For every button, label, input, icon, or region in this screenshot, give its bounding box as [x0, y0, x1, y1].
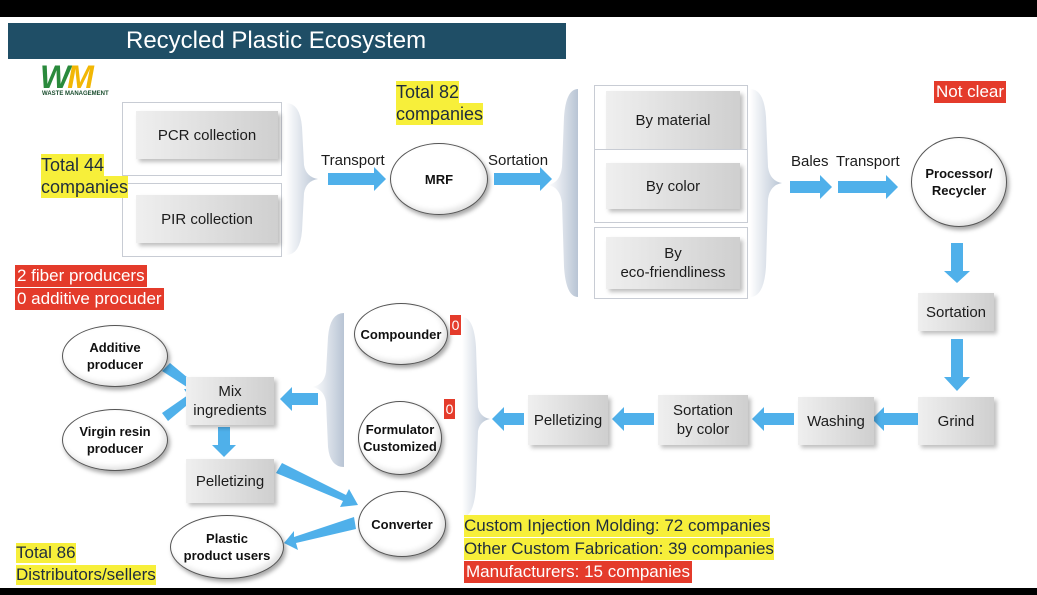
arrow-processor-to-sort	[944, 243, 970, 283]
arrow-collect-to-mrf	[328, 167, 386, 191]
by-eco-box: By eco-friendliness	[606, 237, 740, 289]
arrow-pelletize-to-converter	[276, 463, 358, 507]
formulator-node: Formulator Customized	[358, 401, 442, 475]
total-86-line2: Distributors/sellers	[16, 565, 156, 585]
grind-step: Grind	[918, 397, 994, 445]
arrow-pelletize-to-brace	[492, 407, 524, 431]
virgin-line2: producer	[86, 441, 144, 456]
fiber-producers-label: 2 fiber producers	[15, 265, 147, 287]
processor-line1: Processor/	[925, 166, 993, 181]
total-44-line1: Total 44	[41, 154, 105, 176]
not-clear-label: Not clear	[934, 81, 1007, 103]
virgin-resin-producer-node: Virgin resin producer	[62, 409, 168, 471]
additive-line2: producer	[86, 357, 144, 372]
virgin-line1: Virgin resin	[79, 424, 151, 439]
waste-management-logo: WM WASTE MANAGEMENT	[40, 59, 136, 98]
arrow-converter-to-users	[284, 517, 356, 550]
pelletizing-2-step: Pelletizing	[186, 459, 274, 503]
users-line2: product users	[183, 548, 271, 563]
brace-compounder	[312, 313, 344, 467]
by-material-box: By material	[606, 91, 740, 149]
arrow-transport2	[838, 175, 898, 199]
total-86-line1: Total 86	[16, 543, 76, 563]
formulator-line2: Customized	[363, 439, 437, 454]
label-transport: Transport	[321, 152, 385, 169]
sortation-step: Sortation	[918, 293, 994, 331]
mix-line1: Mix	[218, 383, 242, 400]
label-sortation: Sortation	[488, 152, 549, 169]
converter-node: Converter	[358, 491, 446, 557]
total-44-line2: companies	[41, 176, 129, 198]
brace-collection	[286, 103, 318, 255]
additive-producer-count-label: 0 additive procuder	[15, 288, 164, 310]
by-eco-line1: By	[664, 245, 682, 262]
total-82-line1: Total 82	[396, 81, 460, 103]
flow-arrows	[162, 89, 970, 550]
slide: Recycled Plastic Ecosystem WM WASTE MANA…	[0, 17, 1037, 588]
mix-line2: ingredients	[193, 402, 267, 419]
arrow-grind-to-washing	[872, 407, 918, 431]
sortcolor-line2: by color	[676, 421, 730, 438]
arrow-sortcolor-to-pelletize	[612, 407, 654, 431]
compounder-node: Compounder	[354, 303, 448, 365]
pelletizing-step: Pelletizing	[528, 395, 608, 445]
compounder-count-badge: 0	[450, 315, 461, 335]
mix-ingredients-step: Mix ingredients	[186, 377, 274, 425]
other-custom-label: Other Custom Fabrication: 39 companies	[464, 538, 774, 560]
custom-injection-label: Custom Injection Molding: 72 companies	[464, 515, 771, 537]
pir-collection-box: PIR collection	[136, 195, 278, 243]
page-title: Recycled Plastic Ecosystem	[8, 23, 566, 59]
sortcolor-line1: Sortation	[672, 402, 734, 419]
formulator-count-badge: 0	[444, 399, 455, 419]
brace-sortation-out	[750, 89, 782, 297]
manufacturers-label: Manufacturers: 15 companies	[464, 561, 692, 583]
label-transport-2: Transport	[836, 153, 900, 170]
by-eco-line2: eco-friendliness	[620, 264, 726, 281]
washing-step: Washing	[798, 397, 874, 445]
label-bales: Bales	[791, 153, 829, 170]
mrf-node: MRF	[390, 143, 488, 215]
total-82-line2: companies	[396, 103, 484, 125]
logo-text: WASTE MANAGEMENT	[42, 91, 109, 97]
pcr-collection-box: PCR collection	[136, 111, 278, 159]
additive-line1: Additive	[89, 340, 141, 355]
arrow-washing-to-sortcolor	[752, 407, 794, 431]
arrow-bales	[790, 175, 832, 199]
arrow-mrf-to-sort	[494, 167, 552, 191]
processor-recycler-node: Processor/ Recycler	[911, 137, 1007, 227]
users-line1: Plastic	[206, 531, 248, 546]
additive-producer-node: Additive producer	[62, 325, 168, 387]
arrow-brace-to-mix	[280, 387, 318, 411]
plastic-product-users-node: Plastic product users	[170, 515, 284, 579]
by-color-box: By color	[606, 163, 740, 209]
logo-mark: WM	[40, 59, 94, 95]
brace-sortation	[548, 89, 578, 297]
sortation-by-color-step: Sortation by color	[658, 395, 748, 445]
formulator-line1: Formulator	[365, 422, 435, 437]
arrow-mix-to-pelletize	[212, 427, 236, 457]
brace-pelletize	[462, 317, 490, 517]
processor-line2: Recycler	[931, 183, 987, 198]
arrow-sort-to-grind	[944, 339, 970, 391]
